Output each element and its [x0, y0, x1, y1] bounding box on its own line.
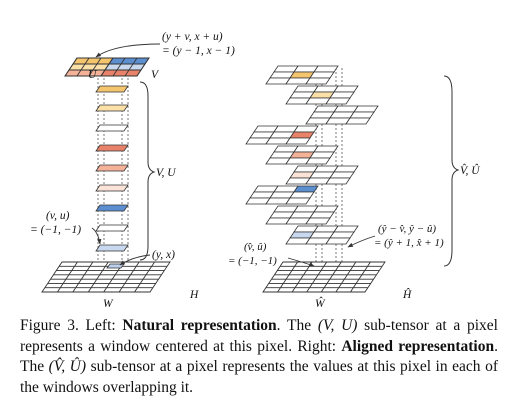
left-vu-line1: (v, u): [46, 210, 70, 222]
left-layer: [95, 144, 129, 152]
right-layer-cell: [309, 211, 335, 219]
caption-math-vu: (V, U): [317, 317, 358, 334]
left-layer: [95, 224, 129, 232]
caption-math-vu-hat: (V̂, Û): [48, 358, 87, 375]
right-label-W: Ŵ: [315, 296, 326, 310]
right-layer-cell: [325, 97, 351, 105]
left-label-V: V: [151, 69, 160, 81]
right-layer-highlight-cell: [293, 185, 319, 193]
right-annot1-arrow: [347, 235, 376, 248]
right-layer-cell: [305, 157, 331, 165]
right-annot2-arrow: [287, 257, 315, 267]
right-layer-cell: [313, 205, 339, 213]
caption-bold-aligned: Aligned representation: [341, 337, 495, 355]
right-layer-cell: [349, 111, 375, 119]
right-layer-cell: [305, 77, 331, 85]
right-layer-cell: [329, 91, 355, 99]
right-layer-cell: [333, 165, 359, 173]
right-layer-cell: [329, 171, 355, 179]
right-label-H: Ĥ: [402, 287, 412, 301]
right-layer-cell: [305, 217, 331, 225]
right-brace: [443, 75, 460, 267]
right-layer-cell: [333, 85, 359, 93]
left-yx-label: (y, x): [152, 249, 175, 261]
right-layer-cell: [289, 191, 315, 199]
left-yx-arrow: [119, 254, 151, 266]
caption-text: sub-tensor at a pixel represents the val…: [20, 358, 498, 396]
right-layer-cell: [325, 237, 351, 245]
left-natural-diagram: (y + v, x + u) = (y − 1, x − 1) U V V, U…: [30, 31, 235, 310]
right-layer-cell: [329, 231, 355, 239]
left-top-annotation-line1: (y + v, x + u): [162, 31, 223, 43]
figure-3-diagram: (y + v, x + u) = (y − 1, x − 1) U V V, U…: [30, 31, 480, 310]
right-layer-cell: [309, 71, 335, 79]
left-layer: [95, 244, 129, 252]
left-layer: [95, 124, 129, 132]
left-label-U: U: [88, 69, 97, 81]
figure-caption: Figure 3. Left: Natural representation. …: [20, 316, 498, 398]
left-vu-arrow: [91, 227, 102, 245]
left-layer: [95, 204, 129, 212]
left-top-annotation-line2: = (y − 1, x − 1): [162, 45, 235, 57]
right-base-grid: [262, 261, 386, 293]
left-base-grid: [41, 261, 171, 293]
caption-bold-natural: Natural representation: [122, 317, 277, 334]
right-shifted-layers: [245, 65, 379, 245]
left-vu-line2: = (−1, −1): [30, 224, 81, 236]
right-layer-cell: [313, 145, 339, 153]
right-layer-cell: [345, 117, 371, 125]
right-layer-highlight-cell: [289, 131, 315, 139]
caption-text: . The: [276, 317, 318, 334]
left-layer: [95, 164, 129, 172]
right-layer-cell: [309, 151, 335, 159]
right-layer-cell: [333, 225, 359, 233]
left-label-W: W: [103, 298, 114, 310]
left-top-arrow: [95, 43, 161, 58]
right-aligned-diagram: V̂, Û (ŷ − v̂, ŷ − û) = (ŷ + 1, x̂ + 1) …: [228, 65, 480, 310]
left-brace-label: V, U: [156, 167, 176, 179]
left-brace: [139, 81, 156, 261]
left-layer: [95, 184, 129, 192]
left-layer: [95, 85, 129, 93]
left-base-pixel: [106, 263, 125, 269]
left-label-H: H: [189, 289, 199, 301]
right-layer-cell: [325, 177, 351, 185]
caption-text: sub-tensor at a pixel represents a windo…: [20, 317, 498, 355]
left-layer-stack: [95, 85, 129, 252]
right-layer-cell: [285, 197, 311, 205]
right-layer-cell: [293, 125, 319, 133]
right-annot2-line1: (v̂, û): [244, 241, 267, 253]
right-layer-cell: [313, 65, 339, 73]
right-layer-cell: [353, 105, 379, 113]
caption-text: . The: [20, 337, 498, 376]
right-annot2-line2: = (−1, −1): [228, 255, 277, 267]
left-layer: [95, 104, 129, 112]
right-annot1-line1: (ŷ − v̂, ŷ − û): [378, 223, 436, 235]
right-annot1-line2: = (ŷ + 1, x̂ + 1): [374, 237, 444, 249]
caption-prefix: Figure 3. Left:: [20, 317, 123, 334]
right-brace-label: V̂, Û: [460, 163, 480, 177]
right-layer-cell: [285, 137, 311, 145]
left-top-window-grid: [64, 57, 150, 77]
